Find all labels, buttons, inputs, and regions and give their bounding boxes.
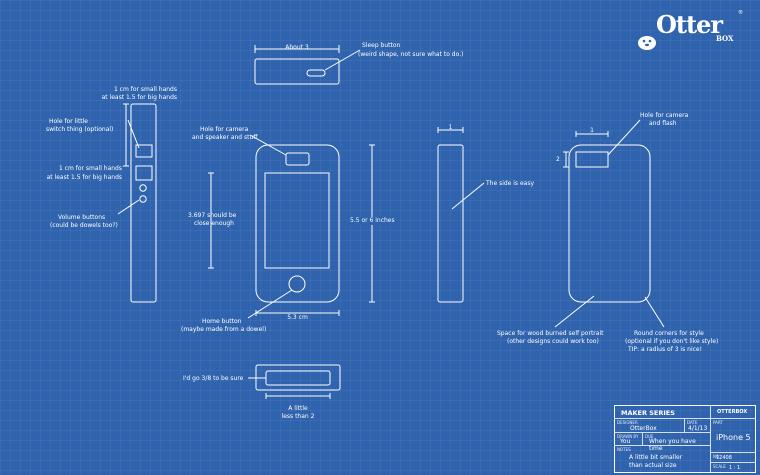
- title-block: MAKER SERIES OTTERBOX DESIGNER OtterBox …: [614, 405, 756, 473]
- side-easy-label: The side is easy: [486, 180, 535, 187]
- side-view-body: [437, 144, 464, 303]
- back-view-body: [568, 144, 651, 303]
- logo-trademark: ®: [738, 10, 743, 16]
- switch-hole: [135, 144, 153, 158]
- little-label-2: less than 2: [281, 413, 315, 420]
- hole-camera-label-2: and speaker and stuff: [192, 134, 258, 141]
- volume-label-2: (could be dowels too?): [50, 222, 118, 229]
- part-value: iPhone 5: [716, 433, 751, 442]
- home-button-label-2: (maybe made from a dowel): [181, 326, 267, 333]
- logo-sub: BOX: [716, 34, 734, 43]
- hole-switch-label-2: switch thing (optional): [46, 126, 114, 133]
- front-view-screen: [264, 172, 330, 269]
- speaker-hole: [285, 152, 310, 166]
- sleep-note-label: (weird shape, not sure what to do.): [358, 51, 464, 58]
- corners-label-3: TIP: a radius of 3 is nice!: [628, 346, 703, 353]
- top-view-body: [254, 58, 340, 85]
- notes-value-1: A little bit smaller: [629, 454, 683, 461]
- switch-hole-2: [135, 165, 153, 181]
- home-button: [288, 275, 306, 293]
- portrait-label-1: Space for wood burned self portrait: [497, 330, 604, 337]
- title-brand: OTTERBOX: [717, 409, 748, 415]
- back-camera-hole: [575, 151, 609, 168]
- little-label-1: A little: [288, 405, 308, 412]
- back-dim-h-label: 2: [556, 156, 560, 163]
- hands-mid-label-1: 1 cm for small hands: [58, 165, 122, 172]
- bottom-note-label: I'd go 3/8 to be sure: [183, 375, 244, 382]
- sleep-button-label: Sleep button: [362, 42, 401, 49]
- part-number-value: 12408: [716, 455, 732, 461]
- otterbox-logo: Otter BOX ®: [636, 8, 748, 56]
- notes-value-2: than actual size: [629, 462, 677, 469]
- sleep-button-slot: [306, 69, 326, 77]
- scale-value: 1 : 1: [729, 465, 741, 471]
- bottom-slot: [265, 370, 331, 386]
- hands-top-label-2: at least 1.5 for big hands: [101, 94, 177, 101]
- home-button-label-1: Home button: [202, 318, 242, 325]
- date-value: 4/1/13: [688, 425, 708, 432]
- volume-button-2: [139, 195, 147, 203]
- height-label: 5.5 or 6 inches: [349, 217, 396, 225]
- designer-value: OtterBox: [630, 425, 657, 432]
- logo-wordmark: Otter: [656, 10, 723, 39]
- bottom-view-body: [255, 364, 341, 391]
- hole-camera-label-1: Hole for camera: [200, 126, 249, 133]
- due-value: When you have time: [649, 438, 696, 452]
- screen-label-2: close enough: [194, 220, 234, 227]
- hole-back-label-2: and flash: [649, 120, 677, 127]
- side-profile-left: [130, 103, 157, 303]
- corners-label-1: Round corners for style: [634, 330, 704, 337]
- hole-switch-label-1: Hole for little: [49, 118, 89, 125]
- volume-label-1: Volume buttons: [58, 214, 106, 221]
- back-dim-w-label: 1: [590, 127, 594, 134]
- about-3-label: About 3: [285, 44, 309, 51]
- volume-button-1: [139, 184, 147, 192]
- corners-label-2: (optional if you don't like style): [625, 338, 719, 345]
- series-label: MAKER SERIES: [621, 409, 675, 417]
- drawn-by-value: You: [620, 438, 631, 445]
- hole-back-label-1: Hole for camera: [640, 112, 689, 119]
- width-label: 5.3 cm: [287, 314, 308, 321]
- otter-icon: [638, 36, 656, 50]
- front-view-body: [255, 144, 340, 303]
- portrait-label-2: (other designs could work too): [507, 338, 599, 345]
- side-dimension-label: 1: [448, 124, 453, 131]
- screen-label-1: 3.697 should be: [188, 212, 237, 219]
- hands-top-label-1: 1 cm for small hands: [113, 86, 177, 93]
- sleep-leader: [324, 49, 361, 71]
- hands-mid-label-2: at least 1.5 for big hands: [46, 174, 122, 181]
